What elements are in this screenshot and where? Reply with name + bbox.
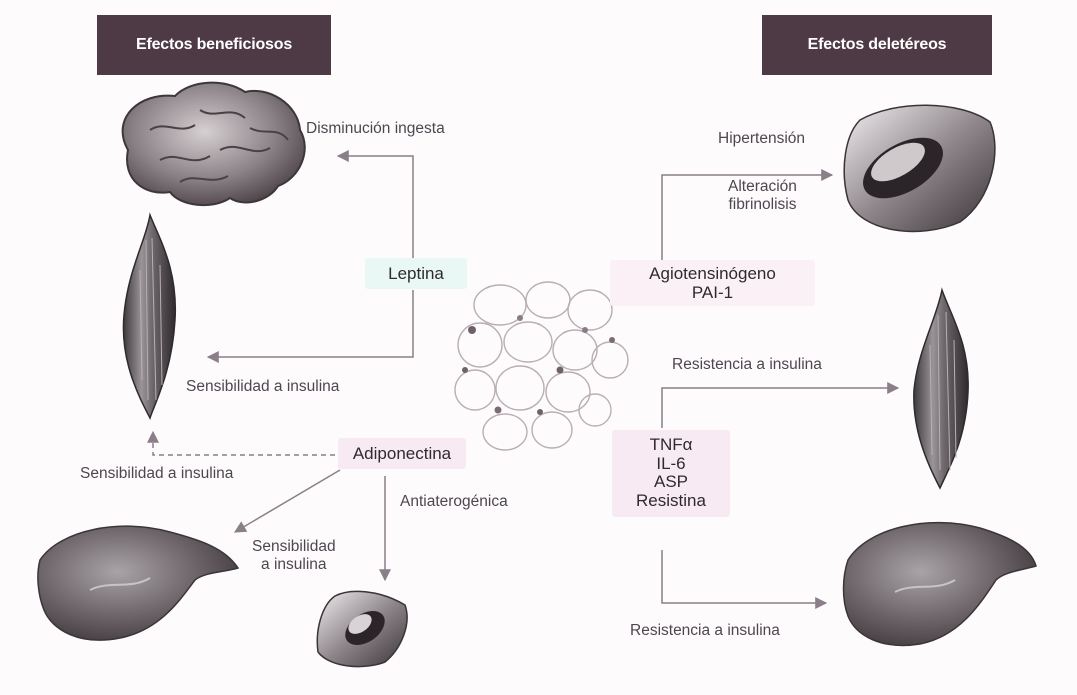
label-disminucion-ingesta: Disminución ingesta: [306, 120, 445, 138]
label-sensibilidad-liver: Sensibilidad a insulina: [252, 538, 336, 574]
label-antiaterogenica: Antiaterogénica: [400, 493, 508, 511]
arrow-adiponectina-muscle: [153, 432, 335, 455]
label-pai1: PAI-1: [610, 283, 815, 302]
label-leptina: Leptina: [365, 258, 467, 289]
label-sensibilidad-muscle: Sensibilidad a insulina: [186, 378, 339, 396]
label-cytokines: TNFα IL-6 ASP Resistina: [612, 430, 730, 517]
label-angiotensinogen-line1: Agiotensinógeno: [610, 264, 815, 283]
arrow-cytokines-muscle: [662, 388, 898, 428]
label-alteracion-line1: Alteración: [728, 178, 797, 196]
label-tnf: TNFα: [612, 436, 730, 455]
arrow-adiponectina-liver: [235, 470, 340, 532]
label-resistencia-liver: Resistencia a insulina: [630, 622, 780, 640]
arrow-cytokines-liver: [662, 550, 826, 603]
vessel-bottom-icon: [317, 591, 407, 666]
muscle-left-icon: [123, 215, 175, 418]
label-alteracion-fibrinolisis: Alteración fibrinolisis: [728, 178, 797, 214]
label-resistina: Resistina: [612, 492, 730, 511]
vessel-top-right-icon: [844, 105, 995, 231]
header-deleterious-effects: Efectos deletéreos: [762, 15, 992, 75]
header-beneficial-effects: Efectos beneficiosos: [97, 15, 331, 75]
arrow-leptina-brain: [338, 156, 413, 258]
liver-left-icon: [38, 526, 238, 640]
muscle-right-icon: [914, 290, 968, 488]
liver-right-icon: [844, 523, 1037, 646]
label-alteracion-line2: fibrinolisis: [728, 196, 797, 214]
label-angiotensinogen: Agiotensinógeno PAI-1: [610, 260, 815, 306]
brain-icon: [123, 83, 305, 205]
arrow-leptina-muscle: [208, 290, 413, 357]
label-sensibilidad-liver-line1: Sensibilidad: [252, 538, 336, 556]
label-il6: IL-6: [612, 455, 730, 474]
adipose-tissue-illustration: [455, 282, 628, 450]
label-resistencia-muscle: Resistencia a insulina: [672, 356, 822, 374]
label-hipertension: Hipertensión: [718, 130, 805, 148]
label-asp: ASP: [612, 473, 730, 492]
label-adiponectina: Adiponectina: [338, 438, 466, 469]
label-sensibilidad-liver-line2: a insulina: [252, 556, 336, 574]
label-sensibilidad-left: Sensibilidad a insulina: [80, 465, 233, 483]
